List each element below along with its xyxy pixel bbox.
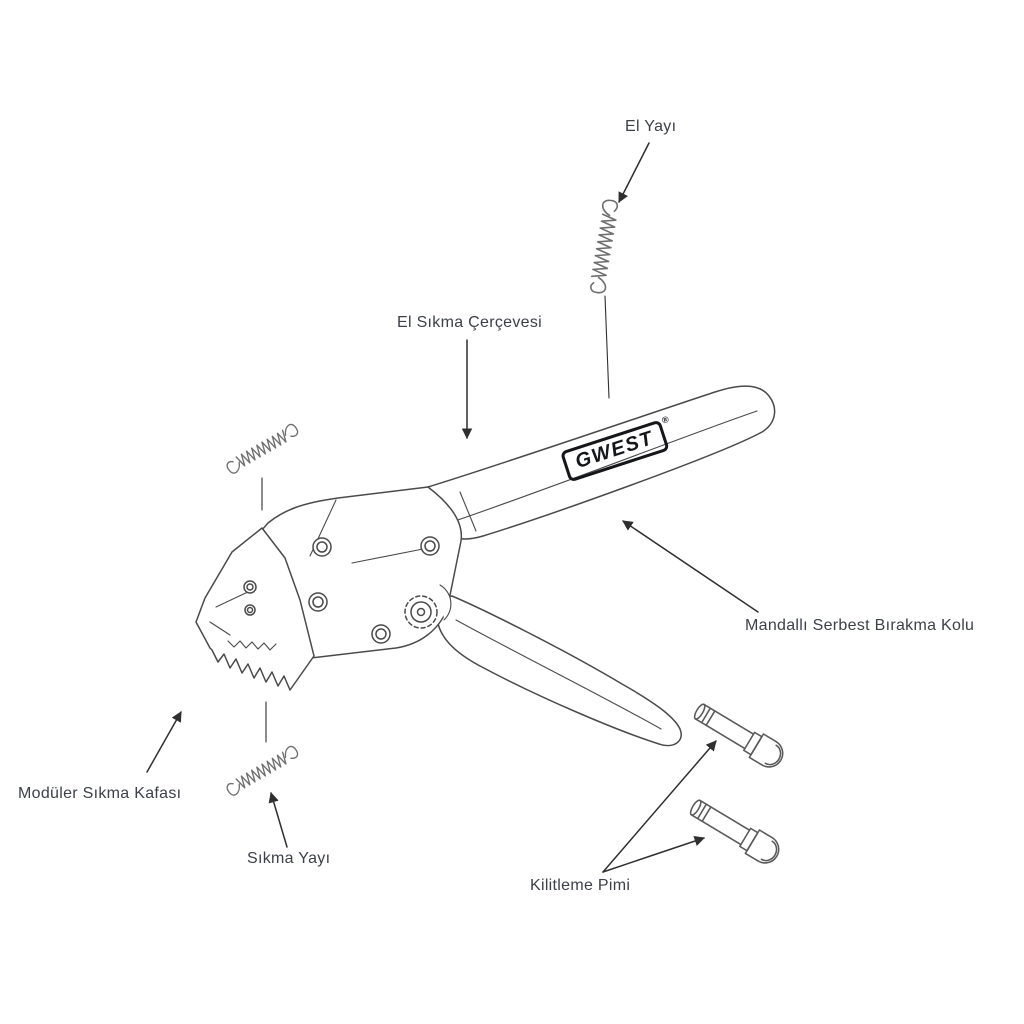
locking-pin-upper-drawing [689, 697, 789, 773]
leader-arrows [146, 142, 759, 873]
arrow-kilitleme-pimi-2 [602, 836, 705, 873]
arrow-el-yayi [618, 142, 650, 203]
arrow-kilitleme-pimi-1 [602, 740, 717, 873]
label-el-yayi: El Yayı [625, 118, 677, 135]
crimping-tool-drawing [195, 385, 776, 747]
ratchet-gear [404, 595, 438, 629]
label-el-sikma-cercevesi: El Sıkma Çerçevesi [397, 314, 542, 331]
locking-pin-lower-drawing [685, 793, 785, 869]
crimp-spring-lower-drawing [223, 743, 302, 798]
rivets [244, 536, 440, 644]
lower-handle [436, 595, 682, 747]
arrow-moduler-kafa [146, 711, 182, 773]
crimp-spring-upper-drawing [223, 421, 302, 476]
hand-spring-drawing [586, 198, 622, 295]
label-kilitleme-pimi: Kilitleme Pimi [530, 877, 631, 894]
label-moduler-sikma-kafasi: Modüler Sıkma Kafası [18, 785, 182, 802]
label-sikma-yayi: Sıkma Yayı [247, 850, 331, 867]
leader-hand-spring [604, 295, 610, 399]
arrow-sikma-yayi [268, 791, 288, 848]
label-mandalli-serbest-birakma-kolu: Mandallı Serbest Bırakma Kolu [745, 617, 975, 634]
arrow-mandalli-kol [622, 520, 759, 613]
